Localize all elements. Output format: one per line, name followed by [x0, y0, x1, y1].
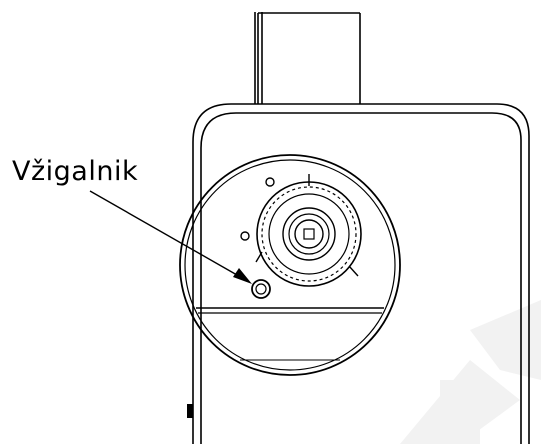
- callout-leader-arrow: [89, 190, 252, 284]
- top-chimney: [254, 12, 361, 104]
- burner-nozzle: [255, 174, 362, 287]
- igniter-label: Vžigalnik: [12, 156, 139, 187]
- inspection-window: [179, 154, 401, 376]
- igniter: [251, 279, 271, 299]
- watermark: [400, 300, 541, 444]
- mounting-holes: [240, 177, 275, 241]
- burner-housing: [187, 103, 530, 444]
